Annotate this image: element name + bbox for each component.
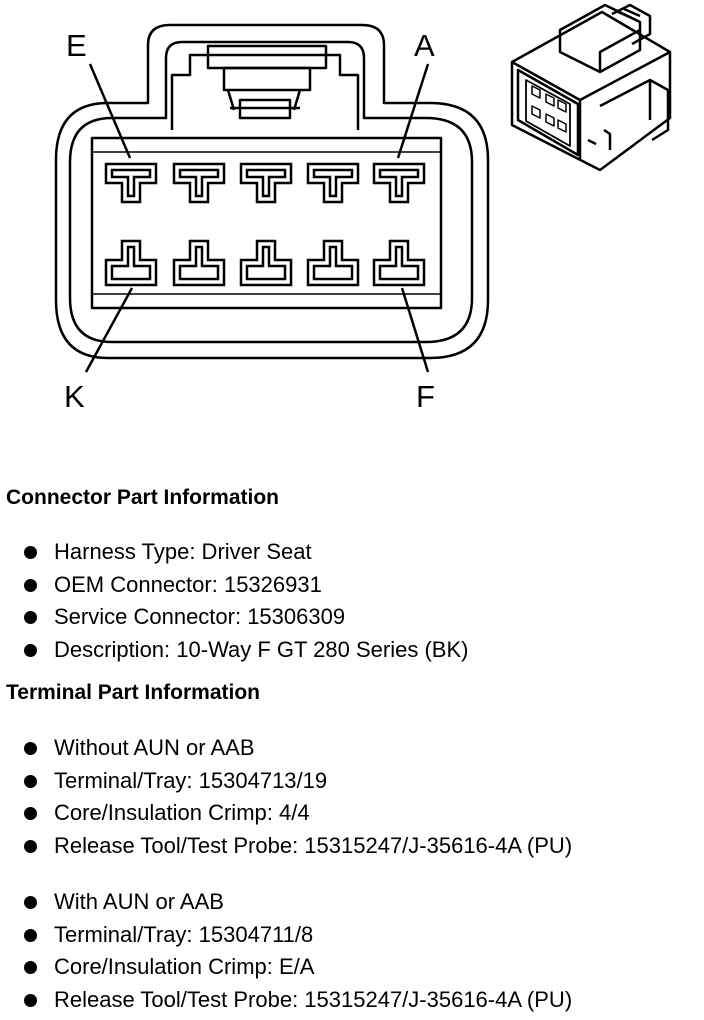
list-item: Harness Type: Driver Seat [0, 536, 468, 569]
list-item: Release Tool/Test Probe: 15315247/J-3561… [0, 984, 572, 1017]
terminal-b [306, 162, 360, 204]
connector-info-heading: Connector Part Information [6, 486, 280, 509]
list-item: Description: 10-Way F GT 280 Series (BK) [0, 634, 468, 667]
terminal-info-heading: Terminal Part Information [6, 681, 260, 704]
terminal-info-list-with: With AUN or AAB Terminal/Tray: 15304711/… [0, 886, 572, 1017]
terminal-row-top [104, 162, 426, 204]
list-item: Terminal/Tray: 15304711/8 [0, 919, 572, 952]
list-item: Terminal/Tray: 15304713/19 [0, 765, 572, 798]
list-item: With AUN or AAB [0, 886, 572, 919]
connector-face [54, 23, 490, 360]
terminal-h [239, 239, 293, 287]
terminal-f [372, 239, 426, 287]
pin-label-f: F [416, 379, 435, 414]
list-item: Without AUN or AAB [0, 732, 572, 765]
pin-label-a: A [414, 28, 435, 63]
list-item: OEM Connector: 15326931 [0, 569, 468, 602]
terminal-k [104, 239, 158, 287]
leader-line-f [400, 287, 430, 373]
terminal-a [372, 162, 426, 204]
terminal-e [104, 162, 158, 204]
list-item: Core/Insulation Crimp: E/A [0, 951, 572, 984]
terminal-c [239, 162, 293, 204]
leader-line-k [84, 287, 134, 373]
connector-info-list: Harness Type: Driver Seat OEM Connector:… [0, 536, 468, 667]
terminal-g [306, 239, 360, 287]
terminal-info-list-without: Without AUN or AAB Terminal/Tray: 153047… [0, 732, 572, 863]
leader-line-e [88, 63, 132, 159]
pin-label-e: E [66, 28, 87, 63]
leader-line-a [396, 63, 430, 159]
leader-lines [84, 63, 430, 373]
connector-3d-view [510, 3, 672, 172]
list-item: Service Connector: 15306309 [0, 601, 468, 634]
terminal-d [172, 162, 226, 204]
pin-label-k: K [64, 379, 85, 414]
terminal-j [172, 239, 226, 287]
list-item: Core/Insulation Crimp: 4/4 [0, 797, 572, 830]
terminal-row-bottom [104, 239, 426, 287]
connector-diagram: E A K F [54, 3, 672, 414]
list-item: Release Tool/Test Probe: 15315247/J-3561… [0, 830, 572, 863]
